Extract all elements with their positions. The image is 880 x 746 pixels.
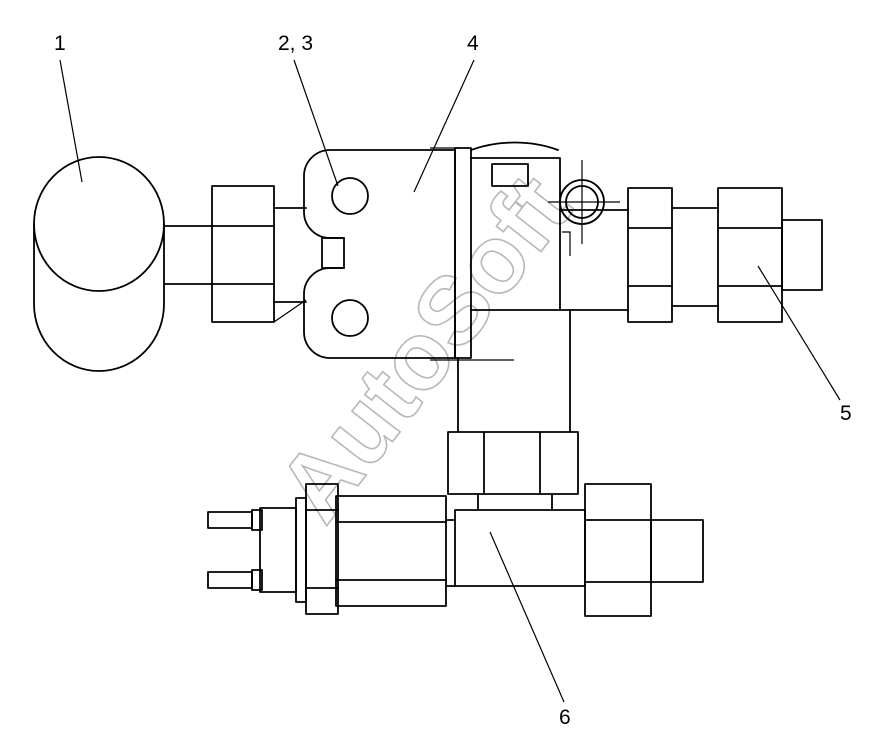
vertical-pipe — [447, 309, 579, 511]
sight-fitting — [548, 160, 620, 256]
callout-2-3: 2, 3 — [278, 32, 313, 55]
terminal-pin-upper — [207, 511, 253, 529]
watermark-text: AutoSoft — [258, 155, 592, 540]
part-4-valve-body — [303, 149, 456, 359]
part-6-tee — [454, 483, 704, 617]
leader-5 — [757, 265, 841, 401]
leader-4 — [413, 59, 475, 193]
callout-4: 4 — [467, 32, 479, 55]
right-fitting — [559, 187, 823, 323]
watermark: AutoSoft — [257, 155, 592, 542]
leader-1 — [59, 59, 83, 183]
leader-6 — [489, 531, 565, 703]
leader-2-3 — [293, 59, 339, 187]
callout-5: 5 — [840, 402, 852, 425]
callout-labels: 1 2, 3 4 5 6 — [54, 32, 852, 729]
part-1-cylinder — [33, 156, 213, 372]
cover-plate — [430, 141, 561, 361]
leader-lines — [59, 59, 841, 703]
terminal-pin-lower — [207, 571, 253, 589]
callout-6: 6 — [559, 706, 571, 729]
callout-1: 1 — [54, 32, 66, 55]
lower-hole — [331, 299, 369, 337]
sensor-body — [207, 483, 456, 615]
left-hex-nut — [211, 185, 307, 323]
upper-hole — [331, 177, 369, 215]
